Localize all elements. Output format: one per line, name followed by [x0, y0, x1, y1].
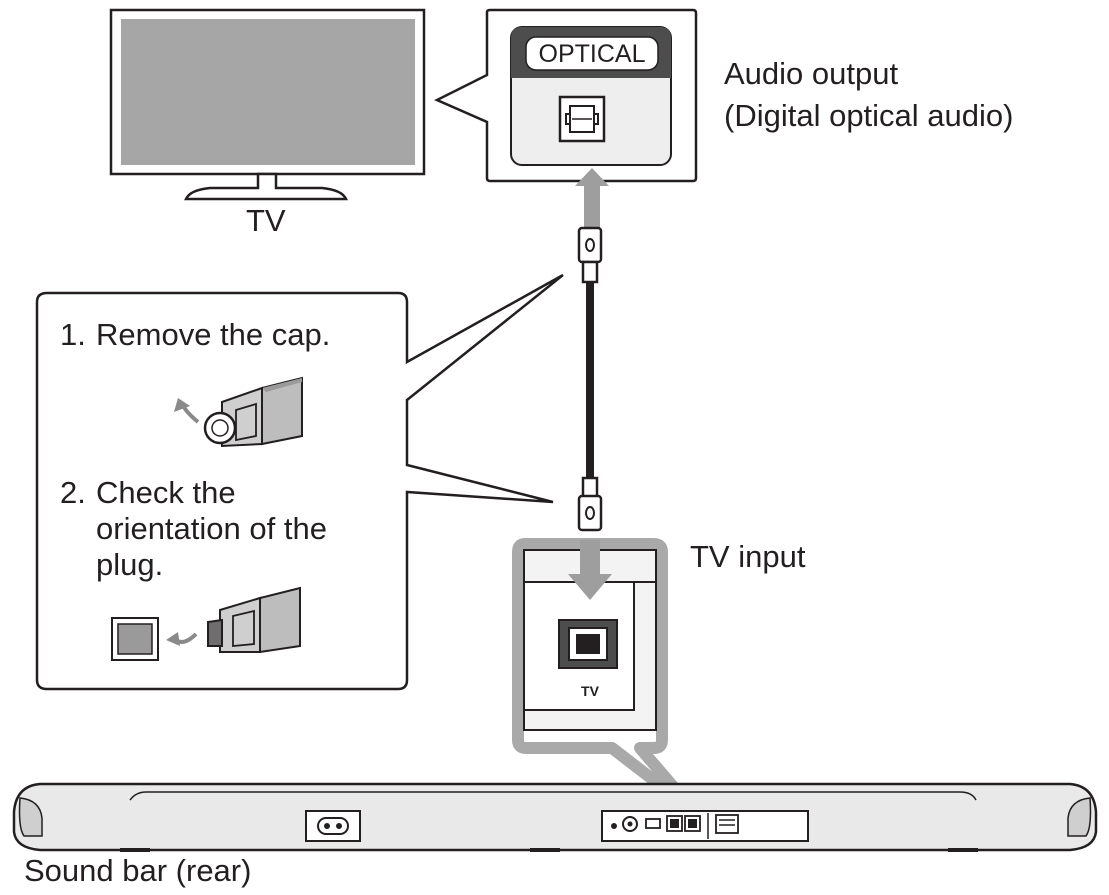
power-inlet: [305, 810, 361, 842]
tv-input-callout: TV: [512, 538, 701, 818]
tv-input-label: TV input: [690, 539, 806, 574]
rear-connector-panel: [601, 810, 809, 842]
instruction-callout: [35, 273, 564, 691]
soundbar-optical-jack: [558, 619, 618, 669]
up-arrow: [575, 168, 609, 228]
step-2-text: Check the orientation of the plug.: [96, 475, 327, 582]
tv-stand: [184, 172, 348, 201]
step-2-number: 2.: [60, 475, 86, 510]
plug-orientation-illustration: [111, 586, 301, 661]
tv-illustration: [109, 8, 426, 201]
hdmi-port: [715, 814, 739, 834]
tv-screen: [121, 19, 415, 165]
cable-plug-top: [577, 226, 603, 284]
step-1: 1. Remove the cap.: [60, 317, 400, 357]
step-1-number: 1.: [60, 317, 86, 352]
audio-output-label: Audio output: [724, 56, 899, 91]
sound-bar-illustration: [12, 782, 1098, 852]
cable-wire: [586, 282, 594, 478]
insert-arrow-icon: [166, 632, 180, 646]
remove-cap-illustration: [174, 376, 303, 448]
subwoofer-jack: [622, 816, 638, 832]
audio-output-type-label: (Digital optical audio): [724, 98, 1014, 133]
usb-port: [645, 818, 661, 829]
remove-arrow-icon: [174, 398, 190, 412]
tv-optical-jack: [558, 95, 606, 143]
tv-label: TV: [246, 203, 286, 238]
tv-port-callout: OPTICAL: [434, 8, 698, 183]
step-1-text: Remove the cap.: [96, 317, 331, 352]
tv-jack-label: TV: [581, 683, 600, 699]
cable-plug-bottom: [577, 476, 603, 532]
optical-cable: [575, 168, 609, 532]
step-2: 2. Check the orientation of the plug.: [60, 475, 400, 595]
sound-bar-label: Sound bar (rear): [24, 853, 252, 888]
optical-jack-label: OPTICAL: [539, 40, 646, 68]
down-arrow: [568, 540, 612, 600]
